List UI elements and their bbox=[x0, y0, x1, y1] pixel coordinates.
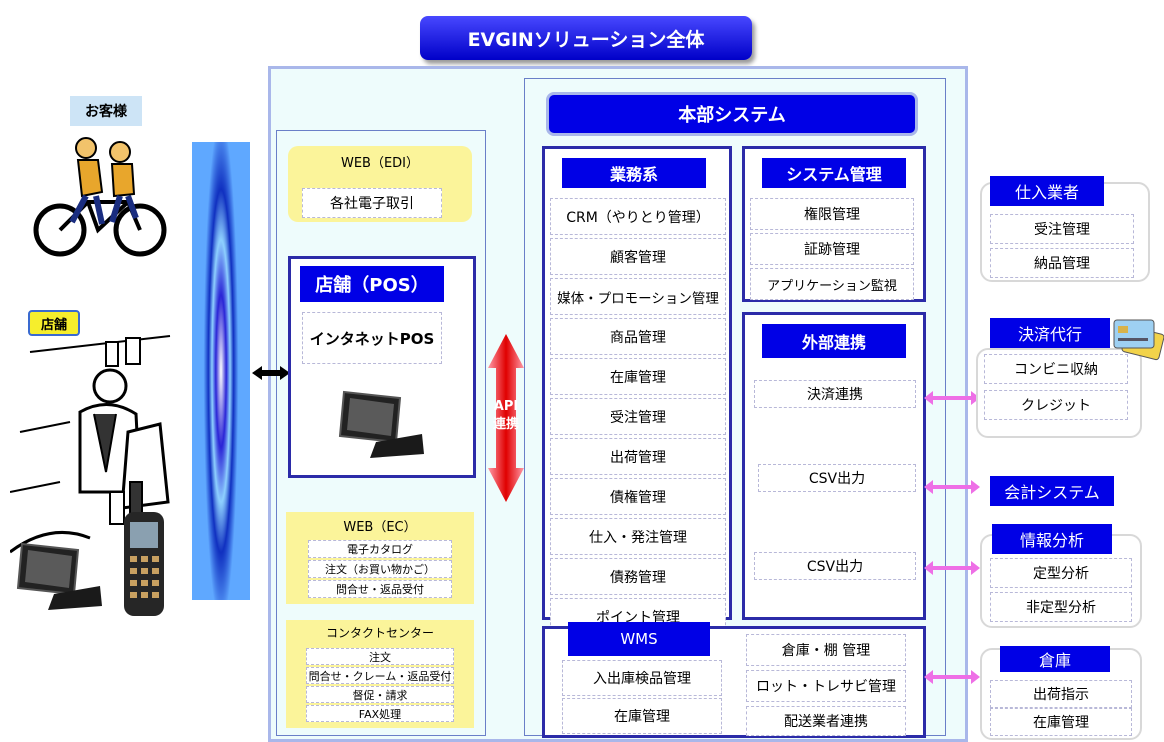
business-item: 債権管理 bbox=[550, 478, 726, 515]
warehouse-title: 倉庫 bbox=[1000, 646, 1110, 672]
channel-panel bbox=[276, 130, 486, 736]
business-item: 仕入・発注管理 bbox=[550, 518, 726, 555]
store-link-arrow bbox=[252, 366, 290, 380]
payment-link-arrow bbox=[924, 391, 980, 405]
wms-item: 倉庫・棚 管理 bbox=[746, 634, 906, 666]
suppliers-item: 受注管理 bbox=[990, 214, 1134, 244]
suppliers-item: 納品管理 bbox=[990, 248, 1134, 278]
system-admin-list: 権限管理 証跡管理 アプリケーション監視 bbox=[750, 198, 914, 300]
wms-title: WMS bbox=[568, 622, 710, 656]
pos-terminal-illustration bbox=[16, 542, 102, 610]
external-link-item: 決済連携 bbox=[754, 380, 916, 408]
pos-title: 店舗（POS） bbox=[300, 266, 444, 302]
api-label-line1: API bbox=[493, 399, 519, 414]
wms-item: 在庫管理 bbox=[562, 698, 722, 734]
contact-center-item: 督促・請求 bbox=[306, 686, 454, 703]
business-item: 受注管理 bbox=[550, 398, 726, 435]
pos-terminal-icon bbox=[338, 390, 424, 458]
api-label: API 連携 bbox=[486, 398, 526, 434]
accounting-link-arrow bbox=[924, 480, 980, 494]
analysis-title: 情報分析 bbox=[992, 524, 1112, 554]
business-item: 顧客管理 bbox=[550, 238, 726, 275]
handheld-scanner-illustration bbox=[124, 512, 164, 616]
web-edi-title: WEB（EDI） bbox=[340, 156, 420, 171]
system-admin-item: 証跡管理 bbox=[750, 233, 914, 265]
web-ec-item: 電子カタログ bbox=[308, 540, 452, 558]
customers-label: お客様 bbox=[70, 96, 142, 126]
business-title: 業務系 bbox=[562, 158, 706, 188]
warehouse-item: 在庫管理 bbox=[990, 708, 1132, 736]
system-admin-title: システム管理 bbox=[762, 158, 906, 188]
contact-center-item: FAX処理 bbox=[306, 705, 454, 722]
warehouse-item: 出荷指示 bbox=[990, 680, 1132, 708]
contact-center-item: 注文 bbox=[306, 648, 454, 665]
business-item: 出荷管理 bbox=[550, 438, 726, 475]
system-admin-item: アプリケーション監視 bbox=[750, 268, 914, 300]
business-list: CRM（やりとり管理） 顧客管理 媒体・プロモーション管理 商品管理 在庫管理 … bbox=[550, 198, 726, 635]
web-ec-item: 注文（お買い物かご） bbox=[308, 560, 452, 578]
external-link-item: CSV出力 bbox=[758, 464, 916, 492]
analysis-item: 定型分析 bbox=[990, 558, 1132, 588]
business-item: 媒体・プロモーション管理 bbox=[550, 278, 726, 315]
diagram-title: EVGINソリューション全体 bbox=[420, 16, 752, 60]
business-item: 在庫管理 bbox=[550, 358, 726, 395]
accounting-system: 会計システム bbox=[990, 476, 1114, 506]
wms-item: ロット・トレサビ管理 bbox=[746, 670, 906, 702]
system-admin-item: 権限管理 bbox=[750, 198, 914, 230]
credit-card-icon bbox=[1113, 319, 1164, 361]
hq-title: 本部システム bbox=[546, 92, 918, 136]
web-ec-list: 電子カタログ 注文（お買い物かご） 問合せ・返品受付 bbox=[308, 540, 452, 598]
business-item: CRM（やりとり管理） bbox=[550, 198, 726, 235]
pos-item: インタネットPOS bbox=[302, 312, 442, 364]
wms-item: 入出庫検品管理 bbox=[562, 660, 722, 696]
payment-agency-title: 決済代行 bbox=[990, 318, 1110, 348]
suppliers-title: 仕入業者 bbox=[990, 176, 1104, 206]
wms-item: 配送業者連携 bbox=[746, 706, 906, 736]
store-label: 店舗 bbox=[28, 310, 80, 336]
contact-center-title: コンタクトセンター bbox=[325, 626, 434, 640]
network-bar bbox=[192, 142, 250, 600]
analysis-item: 非定型分析 bbox=[990, 592, 1132, 622]
web-ec-title: WEB（EC） bbox=[343, 520, 417, 535]
external-link-title: 外部連携 bbox=[762, 324, 906, 358]
payment-agency-item: クレジット bbox=[984, 390, 1128, 420]
tandem-bicycle-illustration bbox=[33, 137, 167, 257]
web-ec-item: 問合せ・返品受付 bbox=[308, 580, 452, 598]
web-edi-item: 各社電子取引 bbox=[302, 188, 442, 218]
business-item: 商品管理 bbox=[550, 318, 726, 355]
analysis-link-arrow bbox=[924, 561, 980, 575]
contact-center-list: 注文 問合せ・クレーム・返品受付 督促・請求 FAX処理 bbox=[306, 648, 454, 722]
business-item: 債務管理 bbox=[550, 558, 726, 595]
payment-agency-item: コンビニ収納 bbox=[984, 354, 1128, 384]
contact-center-item: 問合せ・クレーム・返品受付 bbox=[306, 667, 454, 684]
api-link-arrow bbox=[488, 334, 524, 502]
external-link-item: CSV出力 bbox=[754, 552, 916, 580]
api-label-line2: 連携 bbox=[492, 417, 519, 432]
warehouse-link-arrow bbox=[924, 670, 980, 684]
